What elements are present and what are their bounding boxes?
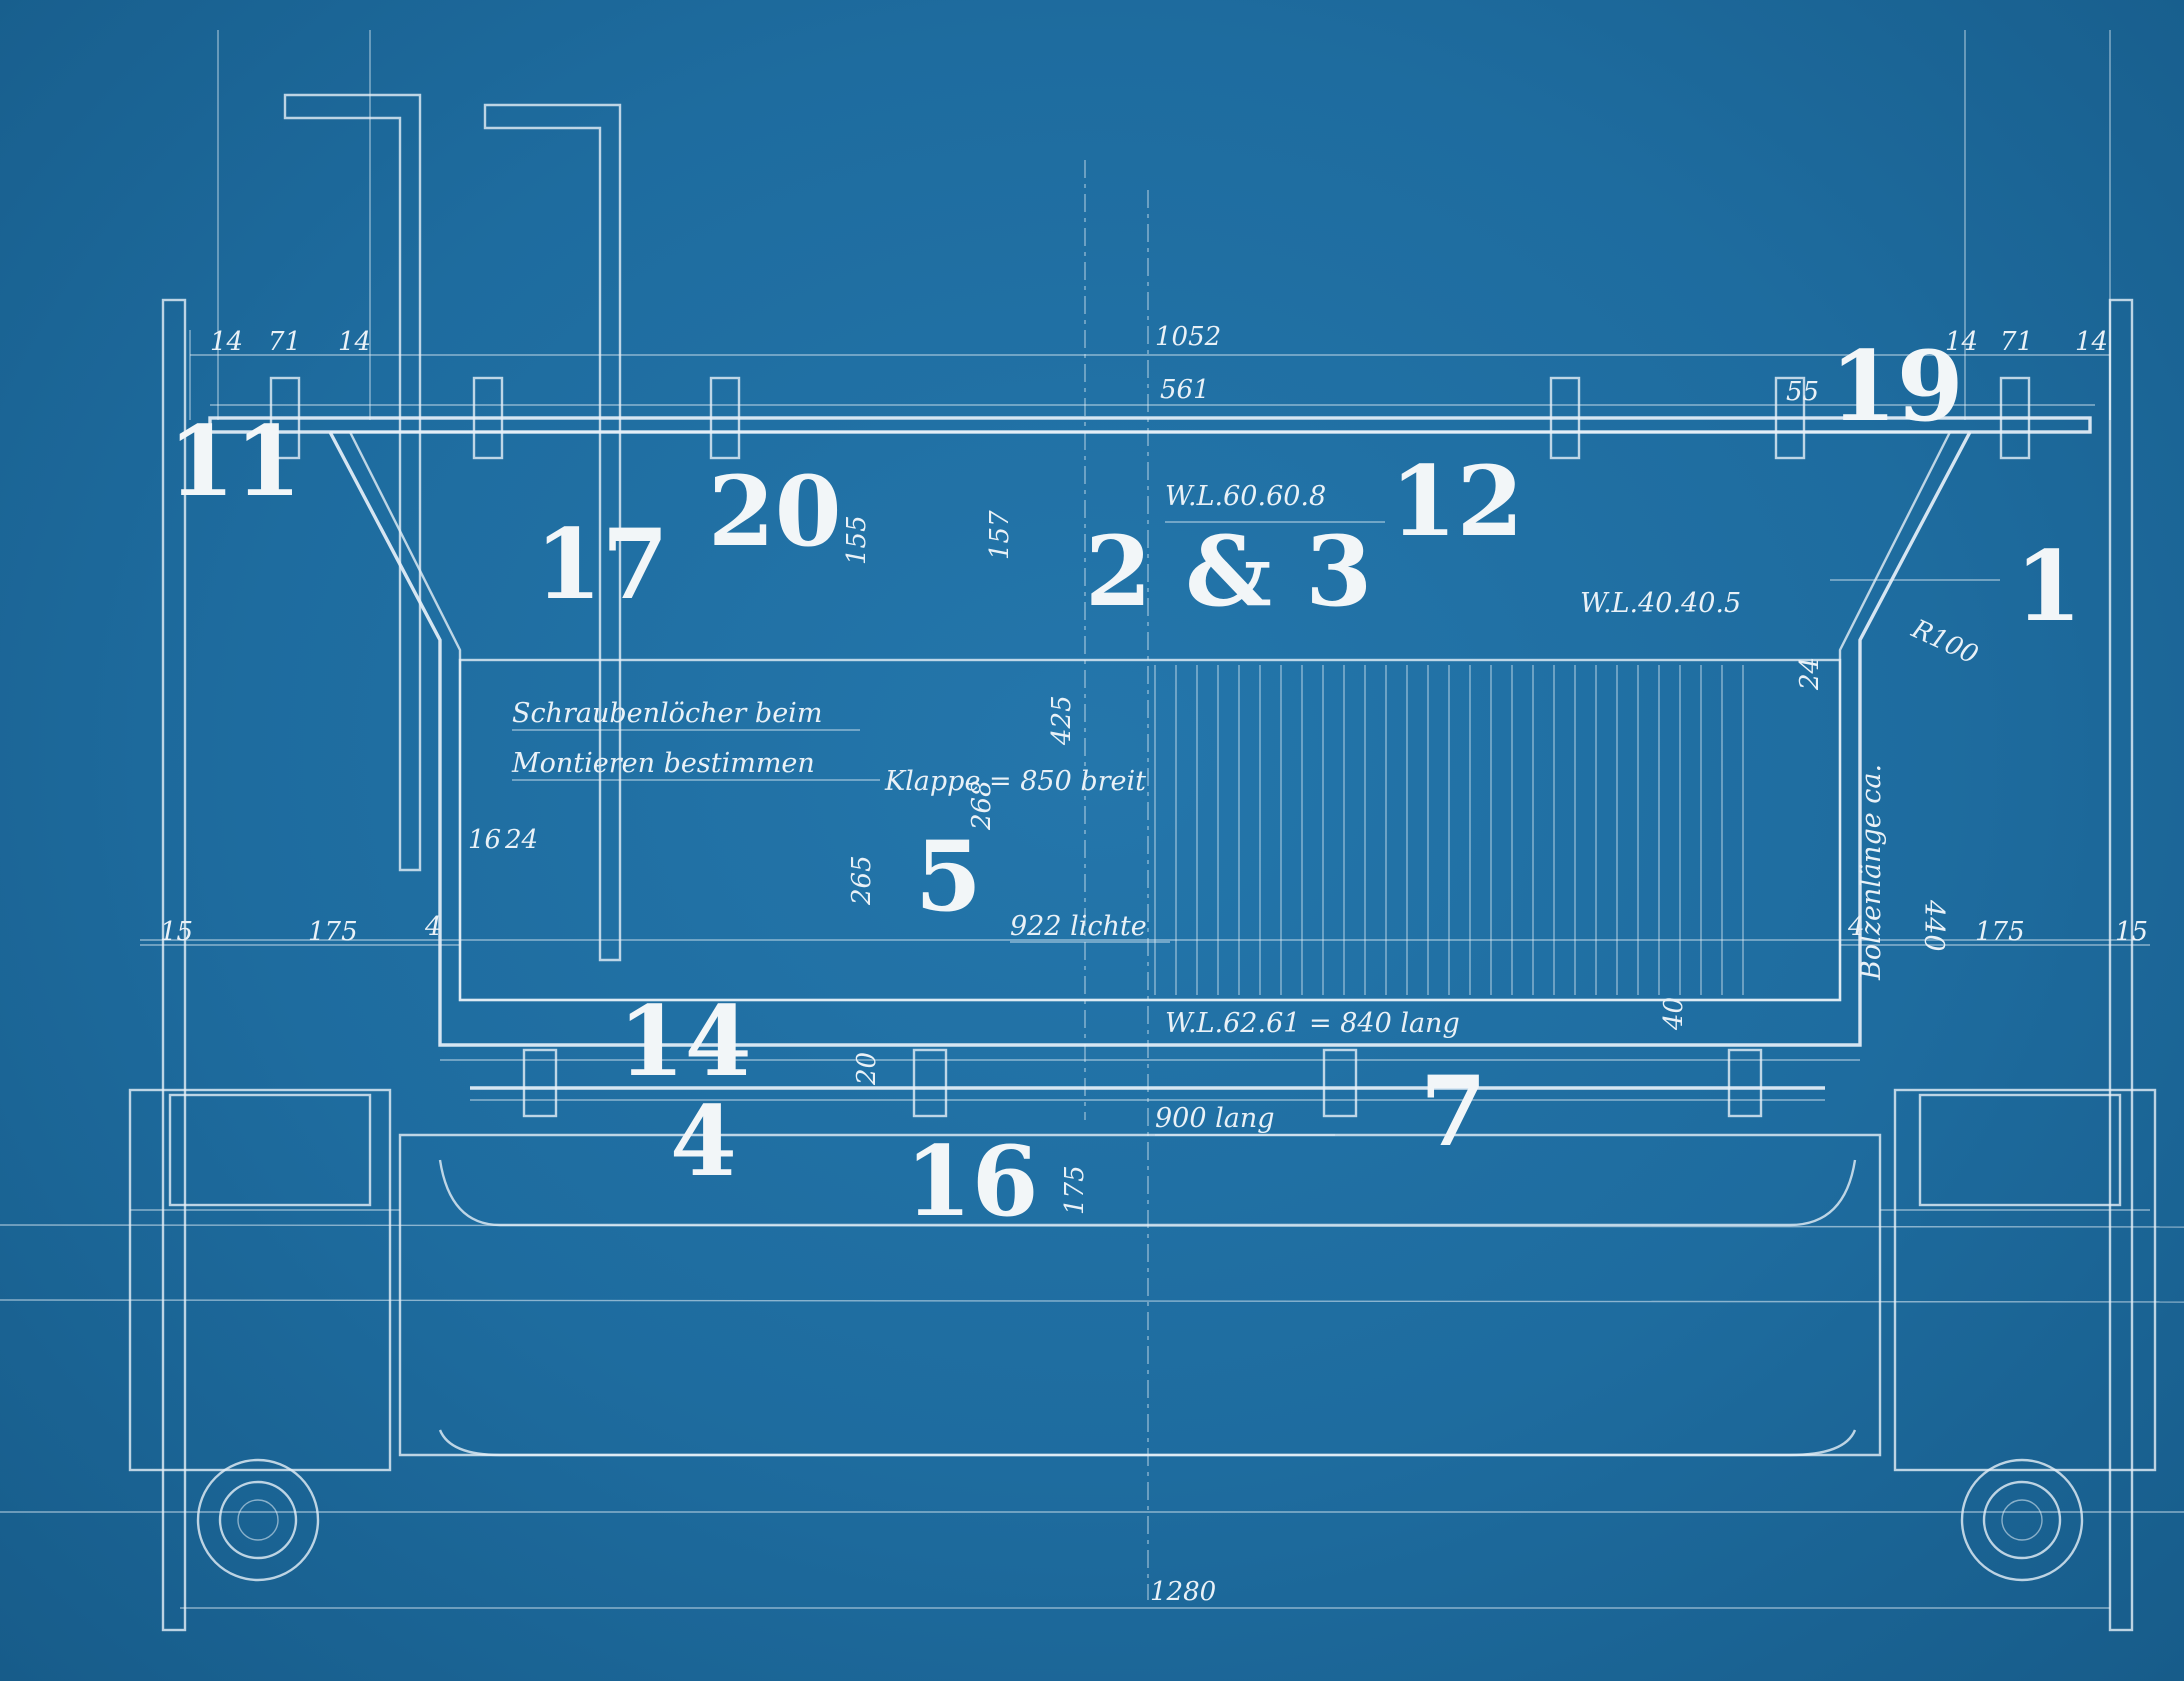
bolt [912,1048,948,1118]
bolt [1774,376,1806,460]
dim-155: 155 [842,515,872,565]
side-posts [161,298,2134,1632]
bolt [269,376,301,460]
dim-right-14a: 14 [1945,327,1978,357]
dim-left-14a: 14 [210,327,243,357]
note-clear-width: 922 lichte [1010,911,1147,942]
dim-left-175: 175 [308,917,358,947]
dim-268: 268 [967,780,997,831]
part-number-16: 16 [905,1125,1039,1238]
dim-425: 425 [1047,695,1077,746]
dim-24-right: 24 [1795,657,1825,691]
note-angle-right: W.L.40.40.5 [1580,588,1741,619]
part-number-19: 19 [1830,330,1964,443]
note-bolt-length: Bolzenlänge ca. [1856,764,1887,981]
part-number-5: 5 [915,820,982,933]
upright-rods [283,93,622,962]
bolt [522,1048,558,1118]
dim-overall-top: 1052 [1155,322,1221,352]
dim-right-15: 15 [2115,917,2148,947]
bolt [1727,1048,1763,1118]
dim-right-71: 71 [2000,327,2033,357]
leader-lines [512,521,2000,1136]
dim-left-14b: 14 [338,327,371,357]
bolt [472,376,504,460]
top-frame [208,416,2092,434]
wheel-right [1960,1458,2084,1582]
note-angle-top: W.L.60.60.8 [1165,481,1326,512]
dim-20: 20 [852,1052,882,1086]
part-number-4: 4 [670,1085,737,1198]
note-channel: W.L.62.61 = 840 lang [1165,1008,1460,1039]
dim-265: 265 [847,855,877,906]
dim-24: 24 [504,825,538,855]
dim-inner-top: 561 [1160,375,1210,405]
note-440: 440 [1918,899,1949,952]
dim-right-55: 55 [1786,377,1819,407]
dim-bottom-overall: 1280 [1150,1577,1216,1607]
top-bolts [269,376,2031,1118]
radiator-fins [1154,665,1744,995]
dim-left-4: 4 [424,912,442,942]
dim-16: 16 [468,825,501,855]
part-number-12: 12 [1390,445,1524,558]
bolt [709,376,741,460]
note-bar-length: 900 lang [1155,1103,1275,1134]
bottom-frame [128,1086,2157,1472]
dim-40: 40 [1659,997,1689,1031]
note-screw-holes-1: Schraubenlöcher beim [512,698,822,729]
dim-175-vertical: 175 [1060,1165,1090,1215]
part-number-1: 1 [2015,530,2082,643]
part-number-11: 11 [168,405,302,518]
dim-left-15: 15 [160,917,193,947]
note-flap: Klappe = 850 breit [884,766,1146,797]
note-screw-holes-2: Montieren bestimmen [511,748,815,779]
part-number-17: 17 [535,508,669,621]
bolt [1999,376,2031,460]
part-number-20: 20 [708,455,842,568]
bolt [1549,376,1581,460]
part-number-14: 14 [618,985,752,1098]
trough-body [328,431,1972,1061]
part-number-7: 7 [1420,1055,1487,1168]
dim-r100: R100 [1906,614,1982,671]
dim-right-175: 175 [1975,917,2025,947]
bolt [1322,1048,1358,1118]
dim-157: 157 [985,510,1015,560]
wheel-left [196,1458,320,1582]
top-dimension-lines [189,330,2111,420]
dim-right-4: 4 [1847,912,1865,942]
part-number-2-3: 2 & 3 [1085,515,1372,628]
dim-right-14b: 14 [2075,327,2108,357]
dim-left-71: 71 [268,327,301,357]
